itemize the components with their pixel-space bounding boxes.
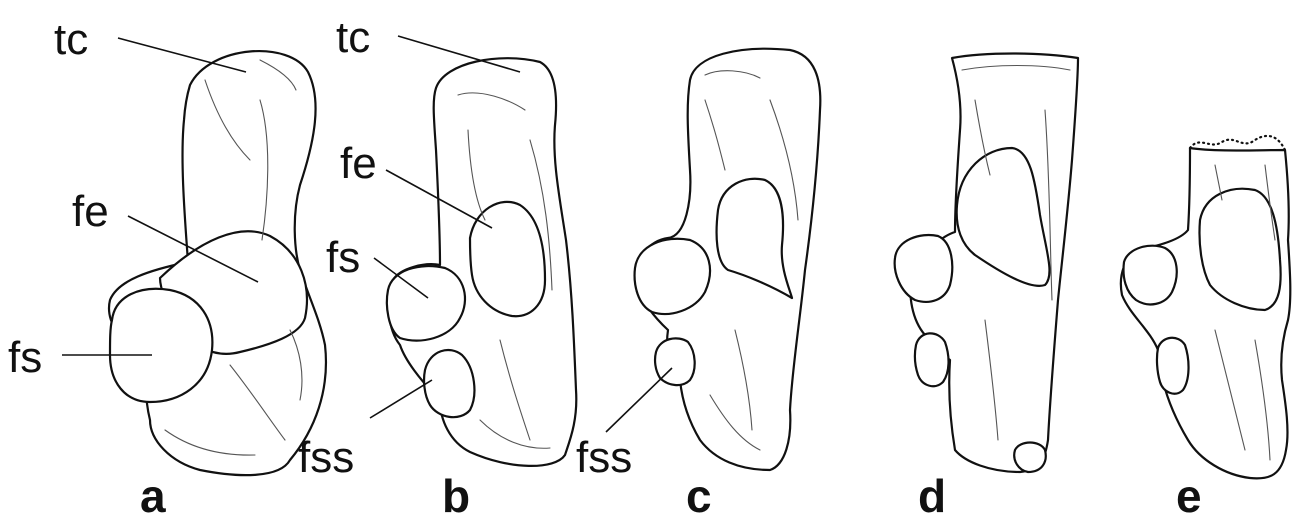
leader-b-fss	[370, 380, 432, 418]
bone-b-fss-facet	[424, 350, 474, 417]
label-a-tc: tc	[54, 15, 88, 64]
label-c-fss: fss	[576, 433, 632, 482]
label-a-fe: fe	[72, 187, 109, 236]
panel-label-e: e	[1176, 470, 1202, 520]
bone-a	[109, 51, 326, 475]
label-a-fs: fs	[8, 333, 42, 382]
panel-label-c: c	[686, 470, 712, 520]
bone-e-fss-facet	[1157, 338, 1189, 394]
label-b-fs: fs	[326, 233, 360, 282]
leader-c-fss	[606, 368, 672, 432]
bone-d	[895, 54, 1078, 473]
panel-label-b: b	[442, 470, 470, 520]
panel-label-d: d	[918, 470, 946, 520]
label-b-fss: fss	[298, 433, 354, 482]
bone-b	[387, 58, 576, 466]
bone-e-broken-top	[1190, 136, 1285, 150]
bone-d-fss-facet	[915, 333, 949, 386]
bone-d-fs-facet	[895, 235, 953, 302]
bone-a-fs-facet	[110, 289, 212, 402]
label-b-fe: fe	[340, 139, 377, 188]
bone-d-distal-knob	[1014, 443, 1046, 473]
bone-e-fs-facet	[1124, 246, 1177, 305]
bone-e	[1121, 136, 1290, 478]
panel-label-a: a	[140, 470, 166, 520]
leader-a-tc	[118, 38, 246, 72]
label-b-tc: tc	[336, 13, 370, 62]
bone-c	[635, 49, 821, 470]
